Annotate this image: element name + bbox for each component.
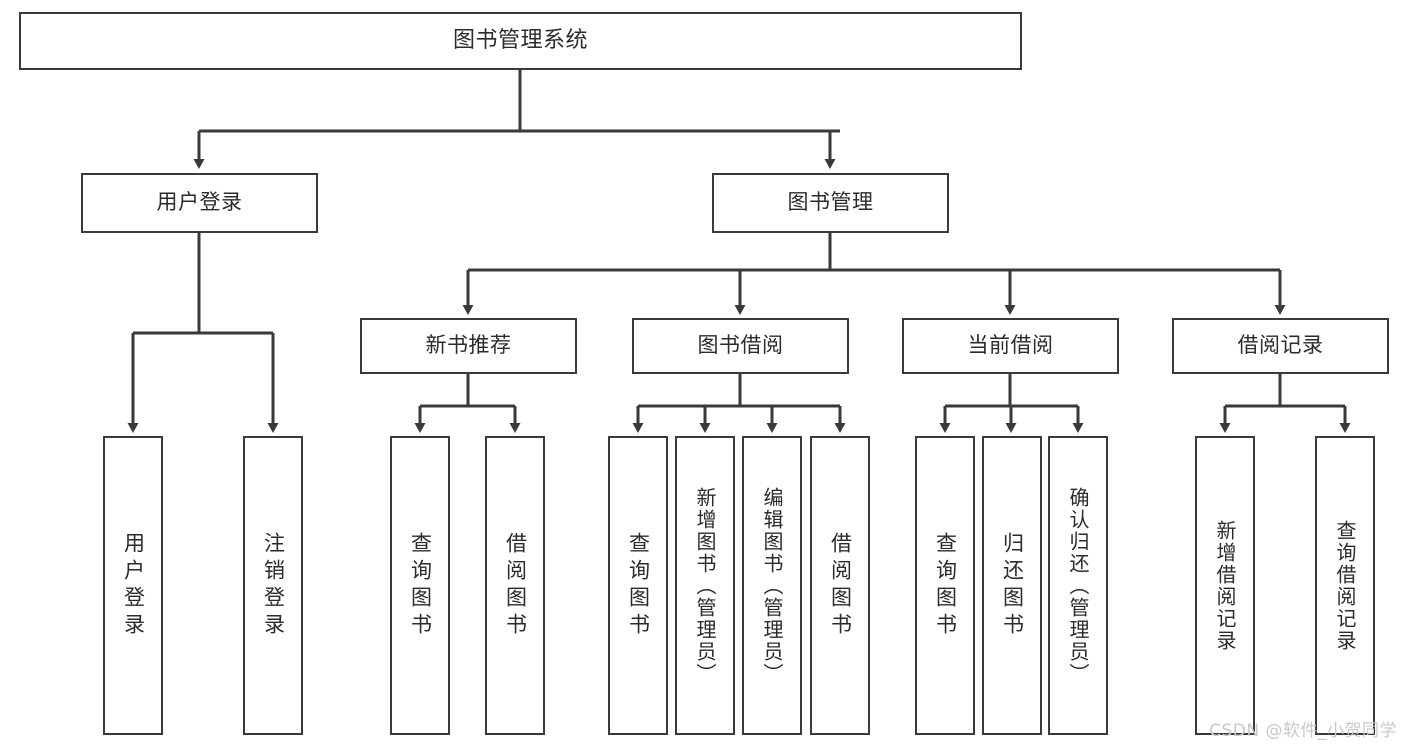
leaf-query-borrow-record[interactable]: 查询借阅记录: [1315, 436, 1375, 735]
node-label: 借阅记录: [1237, 333, 1324, 358]
leaf-return-book[interactable]: 归还图书: [982, 436, 1042, 735]
leaf-new-book-borrow[interactable]: 借阅图书: [485, 436, 545, 735]
node-label: 查询图书: [408, 531, 433, 640]
leaf-book-borrow-query[interactable]: 查询图书: [608, 436, 668, 735]
node-label: 图书借阅: [697, 333, 784, 358]
node-user-login[interactable]: 用户登录: [81, 173, 318, 233]
node-borrow-record[interactable]: 借阅记录: [1172, 318, 1389, 374]
leaf-new-book-query[interactable]: 查询图书: [390, 436, 450, 735]
node-book-management[interactable]: 图书管理: [712, 173, 949, 233]
leaf-book-add-admin[interactable]: 新增图书（管理员）: [675, 436, 735, 735]
leaf-book-edit-admin[interactable]: 编辑图书（管理员）: [742, 436, 802, 735]
node-label: 新书推荐: [425, 333, 512, 358]
node-label: 借阅图书: [503, 531, 528, 640]
node-label: 归还图书: [1000, 531, 1025, 640]
node-label: 确认归还（管理员）: [1066, 486, 1090, 685]
node-label: 用户登录: [121, 531, 146, 640]
leaf-add-borrow-record[interactable]: 新增借阅记录: [1195, 436, 1255, 735]
node-label: 当前借阅: [967, 333, 1054, 358]
node-label: 新增借阅记录: [1213, 519, 1237, 652]
node-new-book-recommend[interactable]: 新书推荐: [360, 318, 577, 374]
node-book-borrow[interactable]: 图书借阅: [632, 318, 849, 374]
node-label: 借阅图书: [828, 531, 853, 640]
node-label: 查询图书: [933, 531, 958, 640]
node-current-borrow[interactable]: 当前借阅: [902, 318, 1119, 374]
leaf-current-borrow-query[interactable]: 查询图书: [915, 436, 975, 735]
leaf-user-login[interactable]: 用户登录: [103, 436, 163, 735]
watermark-text: CSDN @软件_小贺同学: [1209, 721, 1397, 741]
node-label: 用户登录: [156, 190, 243, 215]
node-label: 新增图书（管理员）: [693, 486, 717, 685]
node-label: 图书管理系统: [452, 27, 588, 53]
node-root-system[interactable]: 图书管理系统: [19, 12, 1022, 70]
leaf-logout[interactable]: 注销登录: [243, 436, 303, 735]
node-label: 图书管理: [787, 190, 874, 215]
leaf-confirm-return-admin[interactable]: 确认归还（管理员）: [1048, 436, 1108, 735]
node-label: 注销登录: [261, 531, 286, 640]
node-label: 查询图书: [626, 531, 651, 640]
node-label: 查询借阅记录: [1333, 519, 1357, 652]
leaf-book-borrow-action[interactable]: 借阅图书: [810, 436, 870, 735]
node-label: 编辑图书（管理员）: [760, 486, 784, 685]
